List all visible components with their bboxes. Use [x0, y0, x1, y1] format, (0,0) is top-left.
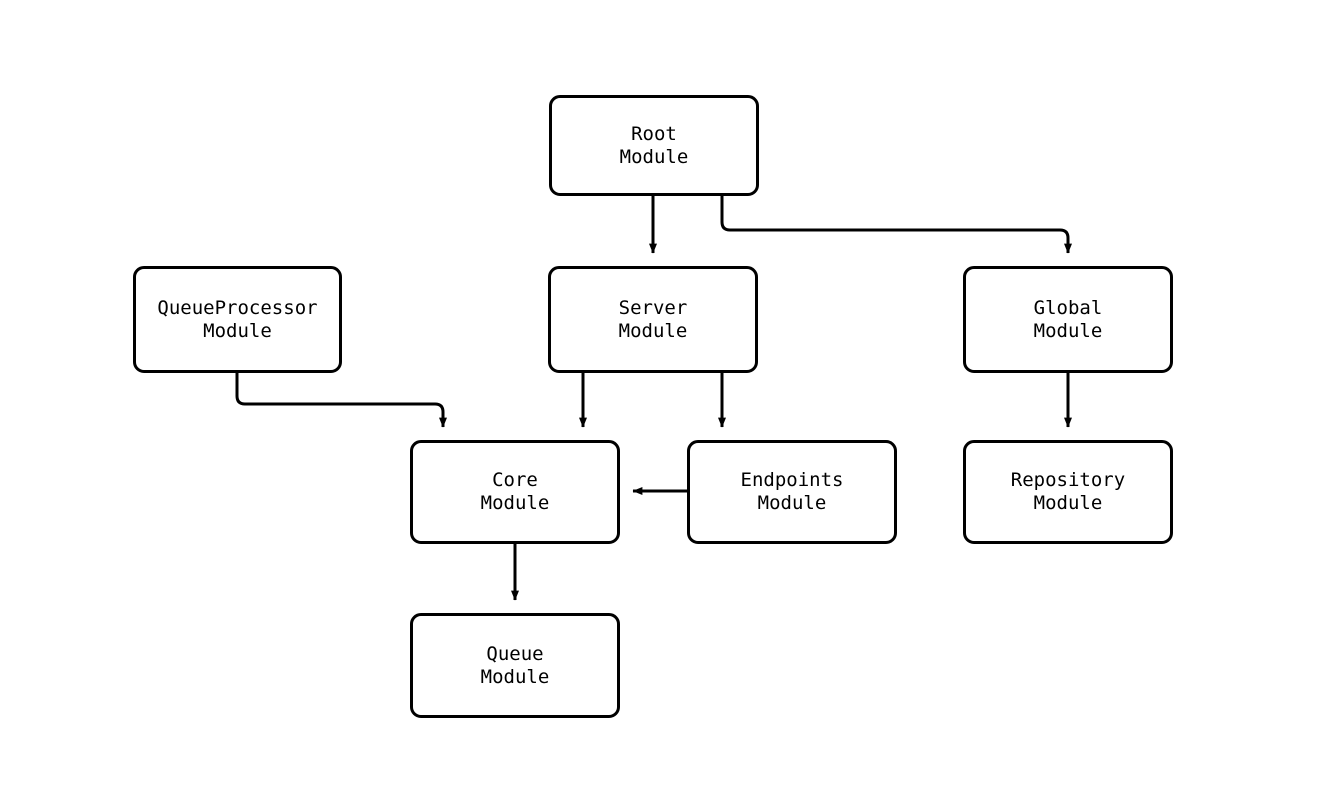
node-root-module[interactable]: Root Module: [549, 95, 759, 196]
node-root-module-label: Root Module: [619, 122, 689, 168]
node-queueprocessor-module[interactable]: QueueProcessor Module: [133, 266, 342, 373]
node-repository-module-label: Repository Module: [1010, 469, 1126, 514]
node-server-module-label: Server Module: [618, 296, 688, 342]
edge-root-global: [720, 196, 1072, 254]
node-global-module[interactable]: Global Module: [963, 266, 1173, 373]
node-core-module-label: Core Module: [480, 469, 550, 514]
node-core-module[interactable]: Core Module: [410, 440, 620, 544]
node-endpoints-module-label: Endpoints Module: [740, 469, 844, 514]
node-queueprocessor-module-label: QueueProcessor Module: [157, 296, 318, 342]
edge-queueprocessor-core: [235, 373, 447, 428]
node-server-module[interactable]: Server Module: [548, 266, 758, 373]
node-queue-module-label: Queue Module: [480, 642, 550, 688]
node-global-module-label: Global Module: [1033, 296, 1103, 342]
node-queue-module[interactable]: Queue Module: [410, 613, 620, 718]
node-endpoints-module[interactable]: Endpoints Module: [687, 440, 897, 544]
node-repository-module[interactable]: Repository Module: [963, 440, 1173, 544]
